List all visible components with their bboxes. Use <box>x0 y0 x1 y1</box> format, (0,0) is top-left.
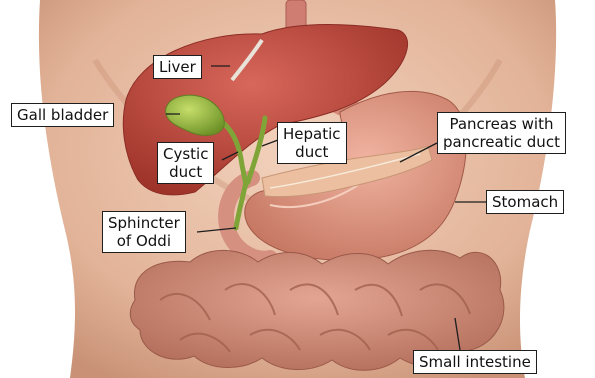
stomach-label: Stomach <box>486 190 564 214</box>
pancreas-label: Pancreas with pancreatic duct <box>437 112 566 154</box>
small-intestine-label: Small intestine <box>413 350 537 374</box>
cystic-duct-label: Cystic duct <box>157 142 214 184</box>
hepatic-duct-label: Hepatic duct <box>277 122 347 164</box>
liver-label: Liver <box>153 55 202 79</box>
sphincter-label: Sphincter of Oddi <box>102 211 186 253</box>
gall-bladder-label: Gall bladder <box>11 103 114 127</box>
